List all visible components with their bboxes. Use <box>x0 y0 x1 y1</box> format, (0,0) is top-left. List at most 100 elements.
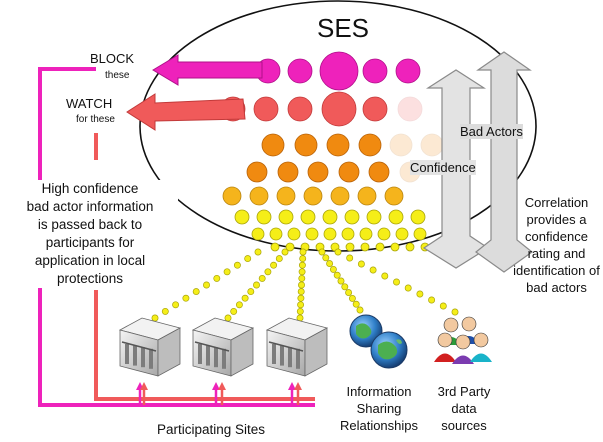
feedback-description: High confidence bad actor information is… <box>2 180 178 288</box>
site-feedback-arrows <box>136 382 302 405</box>
red-feedback-line-lower <box>94 290 315 401</box>
connector-dot <box>258 274 266 282</box>
connector-dot <box>270 261 278 269</box>
connector-dot <box>345 289 353 297</box>
correlation-line: rating and <box>527 246 586 261</box>
connector-dot <box>404 284 412 292</box>
threat-dot <box>307 161 329 183</box>
correlation-line: confidence <box>525 229 588 244</box>
server-building-icon <box>118 317 182 377</box>
connector-dot <box>182 294 190 302</box>
threat-dot <box>269 227 283 241</box>
threat-dot <box>270 242 280 252</box>
connector-dot <box>297 288 305 296</box>
connector-dot <box>352 300 360 308</box>
connector-dot <box>253 281 260 289</box>
threat-dot <box>420 133 444 157</box>
threat-dot <box>287 227 301 241</box>
connector-dot <box>161 307 169 315</box>
threat-dot <box>410 209 426 225</box>
connector-dot <box>322 254 330 262</box>
threat-dot <box>405 242 415 252</box>
threat-dot <box>390 242 400 252</box>
third-party-line: sources <box>441 418 487 433</box>
connector-dot <box>393 278 400 286</box>
feedback-line: protections <box>2 270 178 288</box>
connector-dot <box>172 301 180 309</box>
threat-dot <box>300 209 316 225</box>
connector-dot <box>333 271 341 279</box>
server-building-icon <box>265 317 329 377</box>
threat-dot <box>322 209 338 225</box>
people-group-icon <box>434 316 492 364</box>
connector-dot <box>281 248 289 256</box>
threat-dot <box>277 161 299 183</box>
threat-dot <box>287 96 313 122</box>
threat-dot <box>261 133 285 157</box>
participating-sites <box>118 317 329 377</box>
feedback-line: participants for <box>2 234 178 252</box>
threat-dot <box>251 227 265 241</box>
sharing-line: Relationships <box>339 418 419 433</box>
globe-icon <box>349 314 408 369</box>
block-label: BLOCK <box>90 51 135 66</box>
bad-actors-label: Bad Actors <box>460 124 523 139</box>
connector-dot <box>298 268 306 276</box>
connector-dot <box>213 274 221 282</box>
connector-dot <box>346 254 354 262</box>
bad-actors-arrow <box>475 51 533 273</box>
third-party-line: 3rd Party <box>437 384 491 399</box>
sharing-line: Sharing <box>356 401 402 416</box>
connector-dot <box>381 272 389 280</box>
watch-label: WATCH <box>66 96 113 111</box>
third-party-line: data <box>451 401 477 416</box>
connector-dot <box>151 314 159 322</box>
connector-lines <box>151 248 459 322</box>
correlation-line: identification of <box>513 263 600 278</box>
connector-dot <box>230 307 238 315</box>
connector-dot <box>299 248 307 256</box>
threat-dot <box>389 133 413 157</box>
threat-dot <box>375 242 385 252</box>
threat-dot <box>234 209 250 225</box>
connector-dot <box>357 260 365 268</box>
connector-dot <box>275 255 283 263</box>
connector-dot <box>337 277 345 285</box>
threat-dot <box>330 186 350 206</box>
connector-dot <box>439 302 447 310</box>
threat-dot <box>377 227 391 241</box>
connector-dot <box>223 268 231 276</box>
threat-dot <box>323 227 337 241</box>
threat-dot <box>362 96 388 122</box>
connector-dot <box>254 248 262 256</box>
watch-arrow <box>126 93 246 131</box>
connector-dot <box>298 274 306 282</box>
threat-dot <box>338 161 360 183</box>
threat-dot <box>368 161 390 183</box>
connector-dot <box>233 261 241 269</box>
connector-dot <box>203 281 210 289</box>
feedback-line: application in local <box>2 252 178 270</box>
connector-dot <box>247 288 255 296</box>
threat-dot <box>360 242 370 252</box>
threat-dot <box>395 227 409 241</box>
threat-dot <box>344 209 360 225</box>
information-sharing-label: Information Sharing Relationships <box>336 383 422 434</box>
threat-dot <box>366 209 382 225</box>
connector-dot <box>297 294 305 302</box>
threat-dot <box>358 133 382 157</box>
connector-dot <box>428 296 436 304</box>
threat-dot <box>357 186 377 206</box>
block-sublabel: these <box>105 70 130 81</box>
threat-dot <box>285 242 295 252</box>
connector-dot <box>326 260 334 268</box>
connector-dot <box>297 301 305 309</box>
ses-title: SES <box>317 13 369 43</box>
threat-dot <box>326 133 350 157</box>
threat-dot <box>303 186 323 206</box>
threat-dot <box>362 58 388 84</box>
connector-dot <box>241 294 249 302</box>
feedback-line: High confidence <box>2 180 178 198</box>
connector-dot <box>341 283 349 291</box>
server-building-icon <box>191 317 255 377</box>
